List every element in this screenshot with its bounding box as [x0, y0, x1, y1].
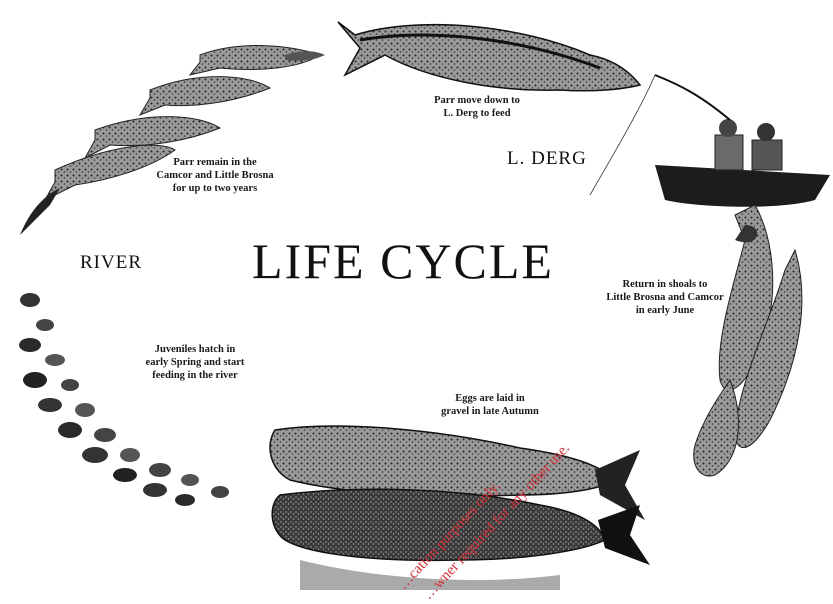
stage-line: Camcor and Little Brosna — [140, 169, 290, 182]
stage-line: Juveniles hatch in — [125, 343, 265, 356]
stage-eggs-laid: Eggs are laid in gravel in late Autumn — [420, 392, 560, 418]
stage-line: Little Brosna and Camcor — [590, 291, 740, 304]
stage-line: in early June — [590, 304, 740, 317]
place-river: RIVER — [80, 252, 142, 274]
stage-line: Parr remain in the — [140, 156, 290, 169]
stage-parr-move-down: Parr move down to L. Derg to feed — [412, 94, 542, 120]
stage-line: Eggs are laid in — [420, 392, 560, 405]
fish-school-right — [694, 205, 802, 476]
fishing-line — [590, 75, 655, 195]
stage-line: Parr move down to — [412, 94, 542, 107]
stage-line: L. Derg to feed — [412, 107, 542, 120]
stage-return-in-shoals: Return in shoals to Little Brosna and Ca… — [590, 278, 740, 317]
diagram-title: LIFE CYCLE — [238, 232, 568, 290]
stage-line: for up to two years — [140, 182, 290, 195]
stage-parr-remain: Parr remain in the Camcor and Little Bro… — [140, 156, 290, 195]
stage-line: feeding in the river — [125, 369, 265, 382]
fish-school-top-left — [20, 46, 320, 235]
place-lough-derg: L. DERG — [507, 148, 587, 170]
fish-spawning-pair — [270, 426, 650, 565]
riverbed-stones — [19, 293, 229, 506]
fishing-rod — [655, 75, 730, 120]
stage-juveniles-hatch: Juveniles hatch in early Spring and star… — [125, 343, 265, 382]
boat-with-anglers-illustration — [655, 119, 830, 207]
stage-line: early Spring and start — [125, 356, 265, 369]
stage-line: Return in shoals to — [590, 278, 740, 291]
fish-illustration-top — [338, 22, 640, 91]
stage-line: gravel in late Autumn — [420, 405, 560, 418]
